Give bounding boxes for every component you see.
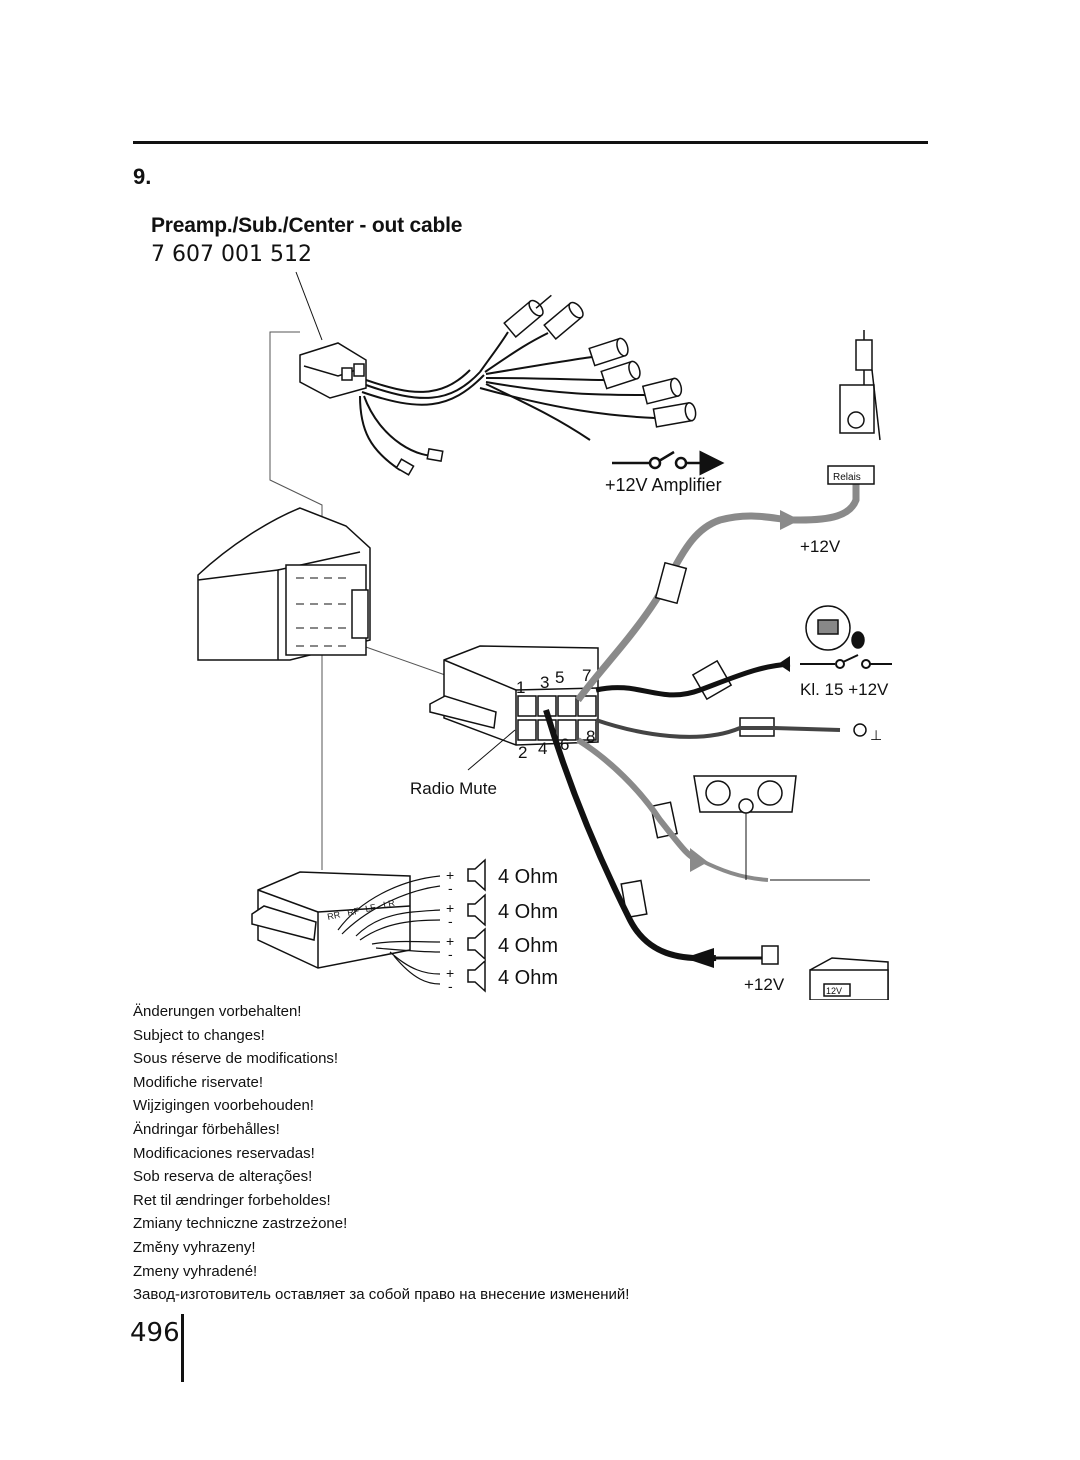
ignition-lock (805, 605, 865, 651)
plus12v-top-label: +12V (800, 537, 841, 556)
pin-5: 5 (555, 668, 564, 687)
wiring-diagram: +12V Amplifier 1 3 5 7 2 4 6 8 (197, 271, 892, 1000)
ignition-arrow (778, 656, 790, 672)
radio-mute-leader (467, 729, 516, 771)
speaker-impedance: 4 Ohm (498, 935, 558, 957)
svg-text:-: - (448, 880, 453, 896)
radio-mute-label: Radio Mute (410, 779, 497, 798)
part-number: 7 607 001 512 (151, 242, 312, 267)
pin-2: 2 (518, 743, 527, 762)
notice-sk: Zmeny vyhradené! (133, 1262, 258, 1280)
notice-pt: Sob reserva de alterações! (133, 1168, 313, 1186)
speaker-icon (467, 927, 486, 961)
wire-end-connectors (395, 447, 444, 476)
pin-4: 4 (538, 739, 547, 758)
speaker-3: + - 4 Ohm (446, 927, 558, 962)
notice-it: Modifiche riservate! (133, 1073, 264, 1091)
page-number-bar (181, 1314, 184, 1382)
svg-text:-: - (448, 946, 453, 962)
speaker-2: + - 4 Ohm (446, 893, 558, 929)
kl15-label: Kl. 15 +12V (800, 680, 889, 699)
instrument-panel (693, 775, 797, 880)
notice-fr: Sous réserve de modifications! (133, 1050, 339, 1068)
amplifier-label: +12V Amplifier (605, 475, 722, 495)
antenna-arrow (780, 510, 800, 530)
notice-es: Modificaciones reservadas! (133, 1144, 315, 1162)
pin-3: 3 (540, 673, 549, 692)
ground-symbol: ⊥ (870, 727, 882, 743)
channel-rr: RR (326, 909, 341, 922)
speaker-4: + - 4 Ohm (446, 959, 558, 994)
head-unit (197, 507, 371, 661)
notice-da: Ret til ændringer forbeholdes! (133, 1191, 331, 1209)
notice-pl: Zmiany techniczne zastrzeżone! (133, 1215, 348, 1233)
rca-plugs (503, 294, 697, 428)
svg-text:-: - (448, 978, 453, 994)
notice-en: Subject to changes! (133, 1026, 265, 1044)
notice-sv: Ändringar förbehålles! (133, 1120, 280, 1138)
speaker-icon (467, 858, 486, 892)
battery-label: 12V (826, 986, 842, 996)
notice-ru: Завод-изготовитель оставляет за собой пр… (133, 1286, 630, 1304)
pin-1: 1 (516, 678, 525, 697)
illumination-wire (576, 737, 701, 863)
ground-wire (595, 718, 841, 739)
svg-text:+: + (446, 900, 454, 916)
channel-lr: LR (382, 898, 396, 910)
power-antenna (827, 330, 881, 485)
notice-nl: Wijzigingen voorbehouden! (133, 1097, 314, 1115)
pin-8: 8 (586, 727, 595, 746)
svg-text:+: + (446, 933, 454, 949)
speaker-1: + - 4 Ohm (446, 858, 558, 896)
notice-cs: Změny vyhrazeny! (133, 1238, 256, 1256)
channel-rf: RF (346, 906, 360, 918)
battery-arrow (684, 948, 714, 968)
section-number: 9. (133, 164, 152, 189)
ignition-wire (595, 661, 791, 698)
harness-wires (359, 331, 656, 471)
ground-eyelet (853, 723, 867, 737)
mute-adapter-box (429, 645, 599, 746)
svg-text:+: + (446, 965, 454, 981)
speaker-impedance: 4 Ohm (498, 901, 558, 923)
battery (761, 945, 889, 1000)
speaker-icon (467, 893, 486, 927)
page-title: Preamp./Sub./Center - out cable (151, 214, 463, 237)
pin-7: 7 (582, 666, 591, 685)
svg-text:+: + (446, 867, 454, 883)
speaker-impedance: 4 Ohm (498, 967, 558, 989)
speaker-impedance: 4 Ohm (498, 866, 558, 888)
cable-plug (299, 342, 367, 399)
header-rule (133, 141, 928, 144)
change-notice-list: Änderungen vorbehalten! Subject to chang… (133, 1000, 629, 1307)
notice-de: Änderungen vorbehalten! (133, 1003, 302, 1020)
speaker-icon (467, 959, 486, 993)
speaker-wires (337, 875, 441, 985)
ignition-switch (800, 654, 892, 669)
channel-lf: LF (364, 902, 377, 914)
illumination-arrow (690, 848, 708, 872)
battery-wire (543, 709, 717, 962)
svg-text:-: - (448, 913, 453, 929)
battery-plus-label: +12V (744, 975, 785, 994)
page-number: 496 (130, 1318, 180, 1348)
relais-label: Relais (833, 472, 861, 483)
amplifier-switch (612, 450, 725, 476)
part-leader-line (295, 271, 323, 341)
illumination-wire-2 (699, 858, 769, 882)
pin-6: 6 (560, 735, 569, 754)
